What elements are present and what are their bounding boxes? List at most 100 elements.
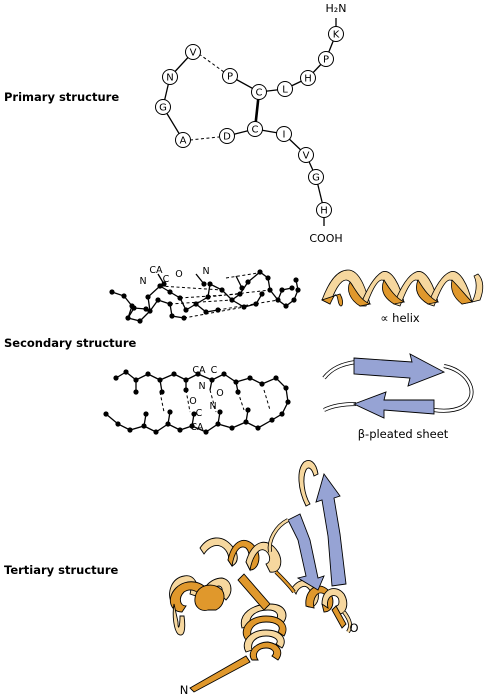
residue: K xyxy=(328,26,344,42)
atom-dot xyxy=(169,313,175,319)
atom-dot xyxy=(133,377,139,383)
residue: G xyxy=(155,99,171,115)
atom-dot xyxy=(253,301,259,307)
residue: V xyxy=(185,44,201,60)
atom-dot xyxy=(113,375,119,381)
atom-dot xyxy=(103,411,109,417)
helix-atom-label: N xyxy=(139,276,146,287)
atom-dot xyxy=(245,279,251,285)
atom-dot xyxy=(157,377,163,383)
residue: G xyxy=(308,169,324,185)
beta-sheet-ribbon: β-pleated sheet xyxy=(322,353,474,441)
beta-sheet-caption: β-pleated sheet xyxy=(358,427,449,441)
atom-dot xyxy=(123,369,129,375)
atom-dot xyxy=(265,275,271,281)
residue: H xyxy=(316,202,332,218)
residue-letter: N xyxy=(166,73,173,84)
atom-dot xyxy=(155,297,161,303)
helix-ball-and-stick: CA C O N N xyxy=(109,265,301,324)
atom-dot xyxy=(209,377,215,383)
sheet-atom-label: N xyxy=(198,381,205,392)
primary-structure-label: Primary structure xyxy=(4,90,119,104)
tertiary-structure-panel: Tertiary structure xyxy=(4,460,359,697)
residue: P xyxy=(318,51,334,67)
atom-dot xyxy=(201,281,207,287)
atom-dot xyxy=(167,289,173,295)
residue: L xyxy=(277,81,293,97)
atom-dot xyxy=(189,423,195,429)
residue: I xyxy=(276,126,292,142)
c-terminus-label: O xyxy=(349,621,358,635)
helix-atom-label: N xyxy=(202,266,209,277)
sheet-atom-label: O xyxy=(189,396,196,407)
sheet-atom-label: N xyxy=(209,401,216,412)
atom-dot xyxy=(177,427,183,433)
atom-dot xyxy=(195,371,201,377)
atom-dot xyxy=(145,371,151,377)
sheet-ball-and-stick: CA C N O O C N CA xyxy=(103,365,291,435)
atom-dot xyxy=(289,285,295,291)
atom-dot xyxy=(239,285,245,291)
residue: H xyxy=(300,70,316,86)
residue-letter: G xyxy=(159,103,167,114)
atom-dot xyxy=(161,281,167,287)
n-terminus-label: N xyxy=(180,683,189,697)
atom-dot xyxy=(283,303,289,309)
atom-dot xyxy=(279,287,285,293)
atom-dot xyxy=(203,429,209,435)
sheet-atom-label: C xyxy=(211,365,218,376)
atom-dot xyxy=(131,305,137,311)
secondary-structure-panel: Secondary structure CA C O N N xyxy=(4,265,484,441)
atom-dot xyxy=(133,389,139,395)
atom-dot xyxy=(247,375,253,381)
atom-dot xyxy=(159,389,165,395)
alpha-helix-ribbon: ∝ helix xyxy=(320,269,484,325)
atom-dot xyxy=(147,308,153,314)
residue-letter: P xyxy=(227,72,233,83)
atom-dot xyxy=(171,371,177,377)
helix-atom-label: O xyxy=(175,269,182,280)
atom-dot xyxy=(183,307,189,313)
atom-dot xyxy=(233,379,239,385)
atom-dot xyxy=(295,287,301,293)
atom-dot xyxy=(167,409,173,415)
atom-dot xyxy=(215,421,221,427)
residue: N xyxy=(162,69,178,85)
atom-dot xyxy=(279,411,285,417)
atom-dot xyxy=(153,429,159,435)
atom-dot xyxy=(291,297,297,303)
residue-letter: H xyxy=(320,206,328,217)
atom-dot xyxy=(285,399,291,405)
residue-letter: C xyxy=(252,125,259,136)
atom-dot xyxy=(143,411,149,417)
atom-dot xyxy=(245,407,251,413)
atom-dot xyxy=(115,421,121,427)
sheet-atom-label: CA xyxy=(190,422,204,433)
atom-dot xyxy=(217,409,223,415)
atom-dot xyxy=(259,291,265,297)
atom-dot xyxy=(183,387,189,393)
residue: A xyxy=(175,132,191,148)
residue-letter: G xyxy=(312,173,320,184)
atom-dot xyxy=(255,425,261,431)
alpha-helix-caption: ∝ helix xyxy=(380,311,420,325)
helix-atom-label: CA xyxy=(149,265,163,276)
atom-dot xyxy=(183,377,189,383)
n-terminus-label: H₂N xyxy=(326,2,347,15)
tertiary-ribbon-model: N O xyxy=(169,460,359,697)
atom-dot xyxy=(221,371,227,377)
atom-dot xyxy=(145,294,151,300)
atom-dot xyxy=(207,281,213,287)
residue: D xyxy=(219,128,235,144)
atom-dot xyxy=(109,289,115,295)
residue: P xyxy=(222,68,238,84)
atom-dot xyxy=(235,389,241,395)
tertiary-structure-label: Tertiary structure xyxy=(4,563,119,577)
atom-dot xyxy=(229,425,235,431)
atom-dot xyxy=(243,419,249,425)
atom-dot xyxy=(269,417,275,423)
residue-letter: L xyxy=(282,85,288,96)
